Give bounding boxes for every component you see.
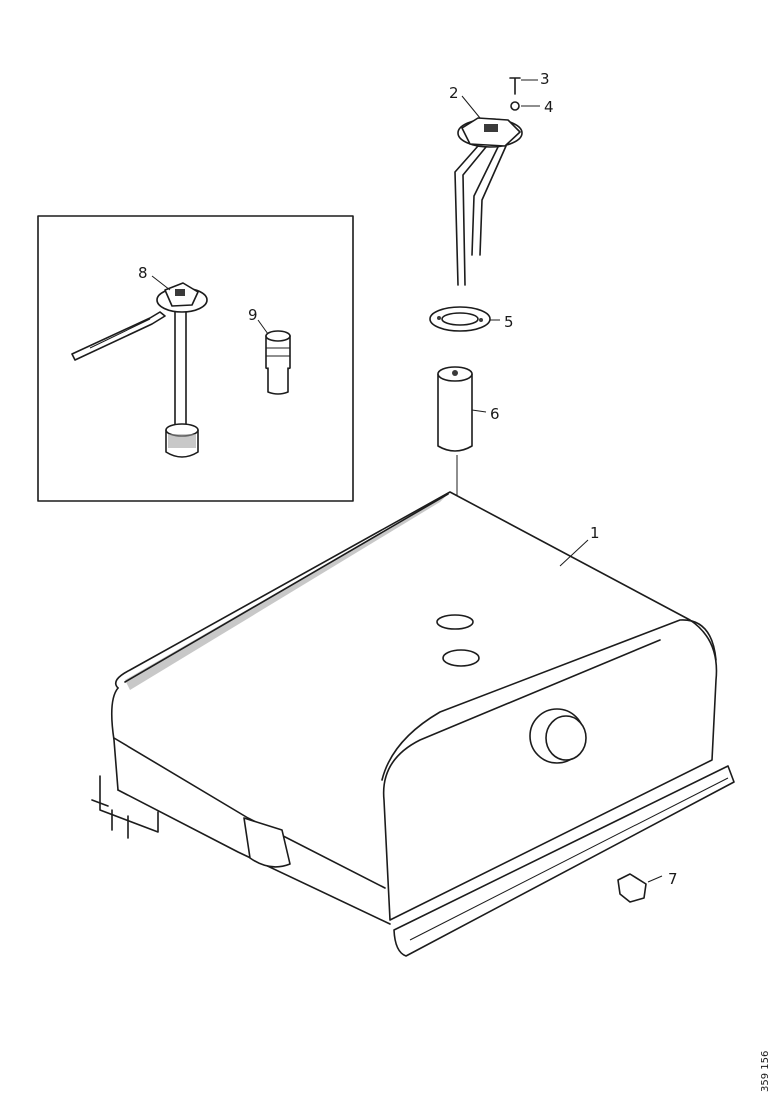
seal-ring (429, 306, 491, 332)
callout-5: 5 (504, 313, 514, 331)
figure-reference-number: 359 156 (760, 1051, 771, 1092)
hose-connector (265, 330, 291, 395)
fuel-sender-assembly (454, 77, 523, 286)
leader-lines (461, 79, 663, 883)
alt-sender-unit (71, 282, 208, 458)
callout-2: 2 (449, 84, 459, 102)
strainer-tube (437, 366, 473, 452)
callout-3: 3 (540, 70, 550, 88)
callout-8: 8 (138, 264, 148, 282)
callout-4: 4 (544, 98, 554, 116)
fuel-tank-body (91, 491, 735, 957)
callout-7: 7 (668, 870, 678, 888)
leader-8 (151, 275, 171, 291)
callout-1: 1 (590, 524, 600, 542)
callout-9: 9 (248, 306, 258, 324)
leader-9 (257, 319, 269, 335)
inset-panel (37, 215, 354, 502)
callout-6: 6 (490, 405, 500, 423)
